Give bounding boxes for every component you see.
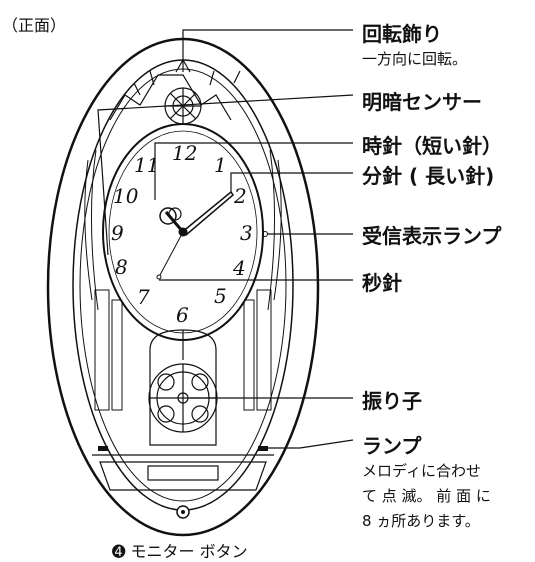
label-second-hand: 秒針 (362, 271, 402, 295)
leader-lines (97, 29, 354, 449)
label-pendulum: 振り子 (362, 389, 422, 413)
hour-hand-ring (159, 207, 177, 225)
clock-number-9: 9 (111, 221, 124, 245)
monitor-button-dot (181, 510, 185, 514)
label-lamp-note-1: メロディに合わせ (362, 462, 481, 480)
label-monitor-button: ➍ モニター ボタン (112, 538, 248, 562)
clock-number-4: 4 (232, 256, 246, 280)
clock-number-3: 3 (240, 221, 253, 245)
center-pin (178, 227, 188, 237)
label-rotating-ornament: 回転飾り (362, 22, 442, 46)
label-rotating-ornament-note: 一方向に回転。 (362, 50, 468, 68)
leader-light-sensor (97, 94, 354, 256)
base-panel (92, 454, 274, 491)
leader-hour-hand (154, 142, 353, 200)
right-pillars (243, 149, 282, 411)
clock-number-12: 12 (172, 141, 197, 165)
top-ornament (109, 58, 241, 125)
second-hand (159, 231, 184, 276)
clock-number-2: 2 (233, 184, 247, 208)
clock-hands (156, 190, 234, 280)
clock-number-5: 5 (214, 284, 227, 308)
monitor-button-number-icon: ➍ (112, 542, 126, 561)
lamp-bottom-right (258, 446, 268, 451)
second-hand-tip (156, 274, 162, 280)
clock-number-8: 8 (115, 255, 128, 279)
clock-number-11: 11 (134, 153, 159, 177)
label-minute-hand: 分針 ( 長い針) (362, 164, 495, 188)
label-hour-hand: 時針（短い針） (362, 134, 502, 158)
label-lamp: ランプ (362, 434, 422, 458)
label-lamp-note-2: て 点 滅。 前 面 に (362, 487, 491, 505)
clock-number-1: 1 (214, 153, 227, 177)
label-light-sensor: 明暗センサー (362, 90, 482, 114)
leader-minute-hand (230, 172, 353, 192)
clock-number-10: 10 (113, 184, 139, 208)
lamp-bottom-left (98, 446, 108, 451)
clock-number-7: 7 (137, 285, 150, 309)
label-monitor-button-text: モニター ボタン (130, 542, 248, 561)
label-lamp-note-3: 8 ヵ所あります。 (362, 512, 480, 530)
leader-rotating-ornament (182, 29, 353, 72)
pendulum-assembly (148, 329, 218, 446)
label-reception-lamp: 受信表示ランプ (362, 224, 502, 248)
leader-lamp (268, 439, 354, 449)
left-pillars (84, 149, 123, 411)
clock-number-6: 6 (176, 303, 189, 327)
lamps (98, 446, 268, 451)
view-label: （正面） (2, 16, 67, 35)
